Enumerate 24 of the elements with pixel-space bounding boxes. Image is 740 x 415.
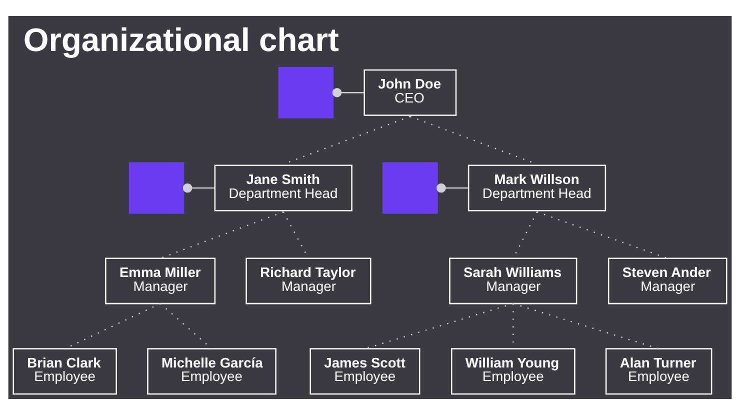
node-box: James Scott Employee — [310, 348, 420, 395]
connector — [536, 211, 668, 259]
node-box: John Doe CEO — [364, 69, 457, 116]
connector — [160, 211, 284, 259]
node-box: Jane Smith Department Head — [214, 164, 352, 212]
connector — [160, 303, 212, 350]
connector — [512, 302, 659, 350]
node-box: Richard Taylor Manager — [246, 258, 372, 304]
diagram-title: Organizational chart — [23, 20, 339, 58]
node-box — [128, 162, 184, 214]
node-box: Emma Miller Manager — [105, 258, 216, 304]
node-box: Mark Willson Department Head — [468, 164, 606, 212]
node-box: Sarah Williams Manager — [449, 258, 578, 304]
connector — [364, 302, 514, 350]
connector — [436, 183, 468, 193]
node-box — [382, 162, 438, 214]
node-box: Brian Clark Employee — [12, 348, 117, 395]
connector — [182, 183, 215, 193]
connector — [332, 88, 364, 98]
node-box: Steven Ander Manager — [608, 258, 728, 304]
node-box: Michelle García Employee — [147, 348, 276, 395]
node-box — [278, 66, 334, 118]
node-box: Alan Turner Employee — [605, 348, 712, 395]
node-box: William Young Employee — [451, 348, 576, 395]
